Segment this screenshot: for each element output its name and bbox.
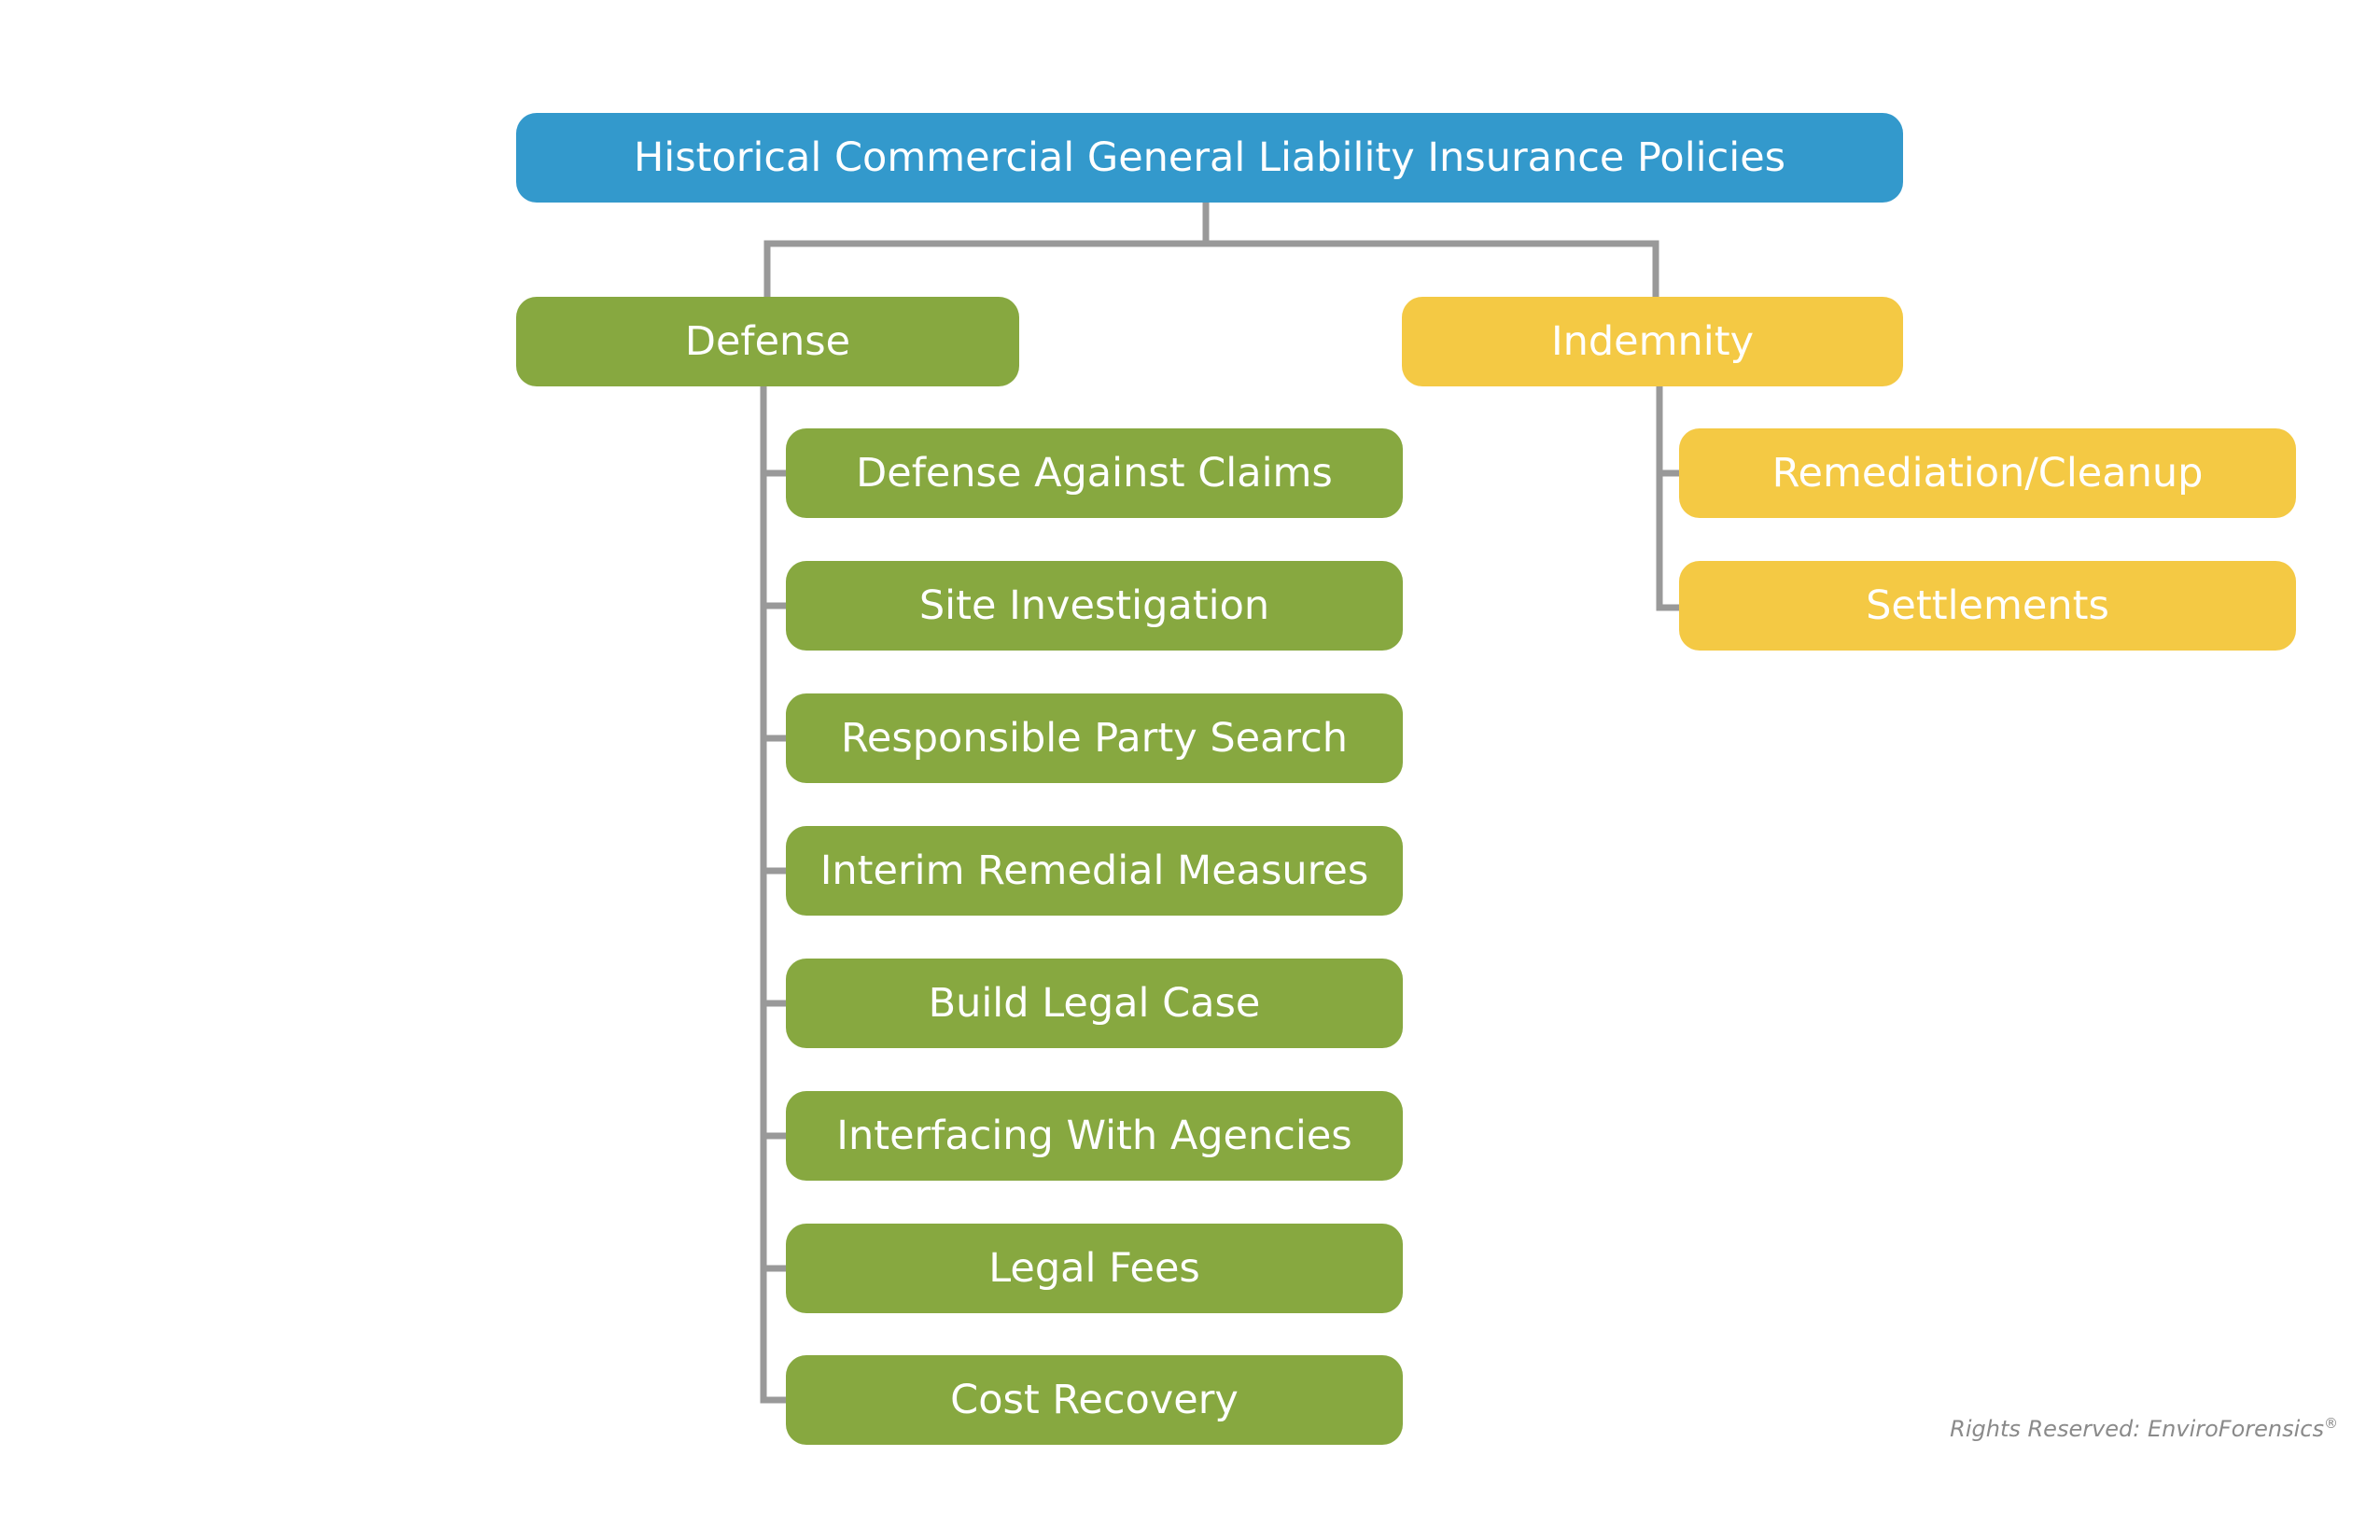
defense-item: Interim Remedial Measures: [786, 826, 1403, 916]
defense-item: Cost Recovery: [786, 1355, 1403, 1445]
root-node-label: Historical Commercial General Liability …: [633, 134, 1786, 181]
defense-item-label: Defense Against Claims: [856, 450, 1333, 497]
defense-node-label: Defense: [684, 318, 851, 365]
defense-item-label: Cost Recovery: [950, 1377, 1239, 1423]
defense-item: Build Legal Case: [786, 959, 1403, 1048]
defense-node: Defense: [516, 297, 1019, 386]
defense-item-label: Interim Remedial Measures: [819, 847, 1369, 894]
indemnity-node-label: Indemnity: [1550, 318, 1755, 365]
indemnity-item-label: Remediation/Cleanup: [1771, 450, 2204, 497]
defense-item-label: Build Legal Case: [928, 980, 1261, 1027]
defense-item: Responsible Party Search: [786, 693, 1403, 783]
defense-item: Defense Against Claims: [786, 428, 1403, 518]
registered-mark: ®: [2324, 1415, 2338, 1432]
rights-reserved-credit: Rights Reserved: EnviroForensics®: [1950, 1415, 2338, 1442]
indemnity-item: Remediation/Cleanup: [1679, 428, 2296, 518]
defense-item-label: Interfacing With Agencies: [836, 1113, 1352, 1159]
indemnity-node: Indemnity: [1402, 297, 1903, 386]
defense-item: Legal Fees: [786, 1224, 1403, 1313]
credit-text: Rights Reserved: EnviroForensics: [1950, 1416, 2324, 1442]
root-node: Historical Commercial General Liability …: [516, 113, 1903, 203]
defense-item-label: Site Investigation: [918, 582, 1270, 629]
defense-item: Site Investigation: [786, 561, 1403, 651]
indemnity-item: Settlements: [1679, 561, 2296, 651]
indemnity-item-label: Settlements: [1866, 582, 2109, 629]
defense-item-label: Legal Fees: [988, 1245, 1200, 1292]
defense-item-label: Responsible Party Search: [840, 715, 1349, 762]
defense-item: Interfacing With Agencies: [786, 1091, 1403, 1181]
